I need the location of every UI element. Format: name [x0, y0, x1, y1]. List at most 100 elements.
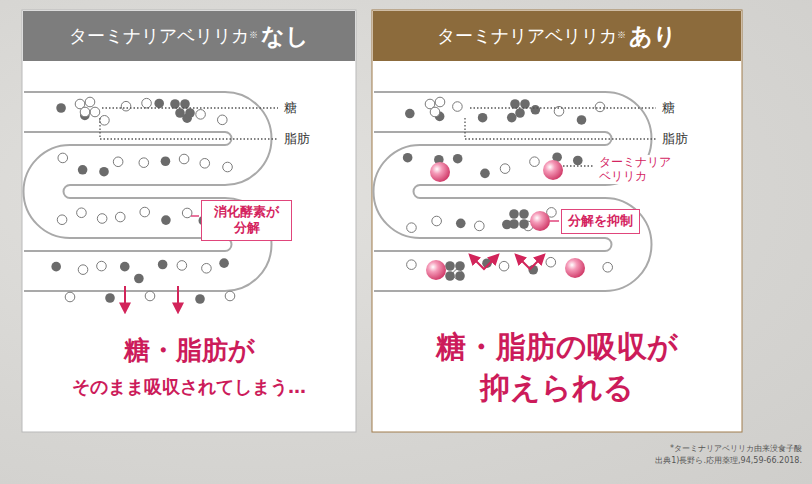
sugar-dot — [182, 208, 192, 218]
header-text: あり — [629, 20, 677, 52]
absorb-arrow — [124, 286, 126, 312]
sugar-dot — [217, 115, 227, 125]
terminalia-sphere — [430, 162, 450, 182]
sugar-dot — [499, 261, 509, 271]
terminalia-spheres — [426, 160, 585, 280]
fat-dot — [577, 219, 587, 229]
fat-dot — [134, 274, 144, 284]
fat-dot — [105, 293, 115, 303]
sugar-dot — [407, 223, 417, 233]
leader-lines — [100, 108, 656, 166]
fat-dot — [445, 271, 455, 281]
sugar-dot — [530, 157, 540, 167]
sugar-dot — [77, 208, 87, 218]
fat-dot — [161, 156, 171, 166]
flow-arrows — [125, 255, 544, 312]
nutrient-dots — [51, 97, 612, 304]
callout-pointer — [191, 215, 199, 217]
callout-text: 分解を抑制 — [568, 213, 633, 229]
fat-dot — [51, 262, 61, 272]
sugar-dot — [225, 291, 235, 301]
fat-dot — [531, 105, 541, 115]
terminalia-sphere — [530, 211, 550, 231]
fat-dot — [577, 115, 587, 125]
fat-dot — [573, 156, 583, 166]
fat-dot — [180, 99, 190, 109]
result-text: そのまま吸収されてしまう… — [72, 375, 306, 399]
fat-dot — [154, 99, 164, 109]
leader-line — [102, 107, 278, 108]
sugar-dot — [200, 159, 210, 169]
panel-backgrounds — [22, 10, 742, 432]
fat-dot — [445, 261, 455, 271]
leader-line — [100, 118, 278, 139]
intestine-wall — [374, 112, 632, 271]
fat-dot — [507, 113, 517, 123]
bounce-arrow — [470, 255, 498, 269]
sugar-dot — [65, 292, 75, 302]
panel-ground — [372, 10, 742, 432]
header-band: ターミナリアベリリカ※なし — [23, 11, 355, 61]
sugar-dot — [85, 97, 95, 107]
fat-dot — [99, 167, 109, 177]
leader-line — [563, 165, 593, 166]
intestine-lumen — [24, 112, 252, 271]
fat-dot — [519, 219, 529, 229]
fat-dot — [480, 169, 490, 179]
sugar-dot — [78, 265, 88, 275]
header-text: なし — [261, 20, 309, 52]
fat-dot — [509, 219, 519, 229]
leader-line — [470, 107, 656, 108]
header-text: ターミナリアベリリカ — [69, 24, 249, 48]
sugar-dot — [145, 291, 155, 301]
intestine-lumen — [374, 112, 632, 271]
sugar-dot — [430, 107, 440, 117]
fat-dot — [478, 113, 488, 123]
fat-dot — [158, 260, 168, 270]
footnote: 出典1)長野ら.応用薬理,94,59-66.2018. — [653, 456, 804, 466]
fat-dot — [185, 108, 195, 118]
sugar-dot — [140, 207, 150, 217]
part-label: ターミナリア ベリリカ — [597, 155, 678, 184]
sugar-dot — [142, 98, 152, 108]
bounce-arrow — [516, 255, 544, 269]
sugar-dot — [435, 97, 445, 107]
sugar-dot — [57, 215, 67, 225]
part-label: 脂肪 — [282, 131, 312, 147]
terminalia-sphere — [543, 160, 563, 180]
sugar-dot — [179, 154, 189, 164]
sugar-dot — [202, 263, 212, 273]
fat-dot — [161, 215, 171, 225]
callout-box: 分解を抑制 — [561, 209, 640, 234]
sugar-dot — [196, 110, 206, 120]
sugar-dot — [177, 261, 187, 271]
sugar-dot — [603, 262, 613, 272]
fat-dot — [195, 294, 205, 304]
fat-dot — [509, 209, 519, 219]
fat-dot — [78, 165, 88, 175]
sugar-dot — [139, 158, 149, 168]
footnote: *ターミナリアベリリカ由来没食子酸 — [668, 444, 804, 454]
header-text: ターミナリアベリリカ — [437, 24, 617, 48]
fat-dot — [515, 108, 525, 118]
callout-pointers — [191, 216, 559, 221]
result-text: 糖・脂肪の吸収が 抑えられる — [407, 327, 707, 408]
sugar-dot — [80, 107, 90, 117]
fat-dot — [455, 271, 465, 281]
header-band: ターミナリアベリリカ※あり — [373, 11, 741, 61]
fat-dot — [198, 216, 208, 226]
sugar-dot — [97, 214, 107, 224]
fat-dot — [56, 103, 66, 113]
footnote-mark: ※ — [617, 30, 626, 42]
part-label: 脂肪 — [660, 131, 690, 147]
intestine — [24, 112, 632, 271]
fat-dot — [120, 262, 130, 272]
sugar-dot — [113, 157, 123, 167]
intestine-wall — [24, 112, 252, 271]
result-text: 糖・脂肪が — [124, 333, 255, 368]
fat-dot — [170, 99, 180, 109]
sugar-dot — [595, 102, 605, 112]
sugar-dot — [546, 257, 556, 267]
sugar-dot — [432, 216, 442, 226]
